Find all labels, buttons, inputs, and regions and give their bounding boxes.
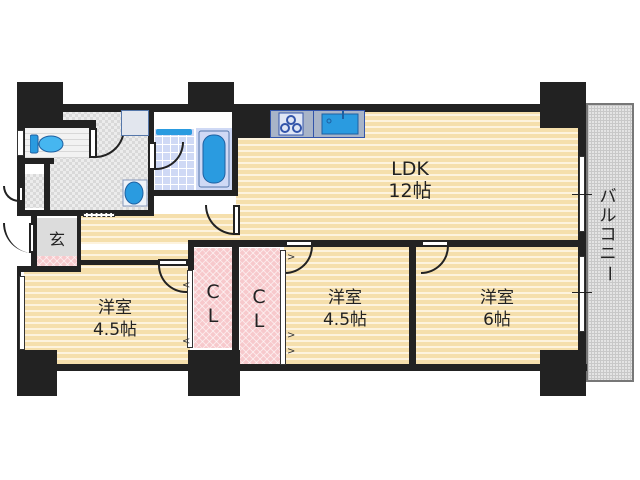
wall-bottom-left xyxy=(17,364,587,371)
closet-2-label-c: C xyxy=(252,286,266,308)
pillar-top-middle xyxy=(188,82,234,110)
wall-bath-bottom xyxy=(150,190,238,196)
closet-1-label: C L xyxy=(198,280,228,328)
closet-2-folding-door[interactable] xyxy=(280,250,286,365)
washing-machine-space-icon xyxy=(121,110,149,136)
front-door-swing xyxy=(3,223,33,253)
closet-2-label: C L xyxy=(244,285,274,333)
wall-room1-top-b xyxy=(80,260,190,265)
wall-washroom-left xyxy=(44,164,50,214)
wall-top-ldk xyxy=(232,104,586,112)
western-room-3-name: 洋室 xyxy=(480,288,514,308)
balcony-label: バ ル コ ニ ー xyxy=(596,188,620,283)
washbasin-icon xyxy=(122,179,148,207)
western-room-3-floor xyxy=(416,246,580,368)
pillar-bottom-right xyxy=(540,350,586,396)
wall-room1-top xyxy=(17,266,81,272)
western-room-3-size: 6帖 xyxy=(483,310,511,330)
balcony-char-3: コ xyxy=(599,225,617,245)
wall-toilet-bottom xyxy=(24,158,54,164)
closet-1 xyxy=(194,248,232,348)
closet-1-folding-door[interactable] xyxy=(187,270,193,348)
closet-2-fold-mark-c: > xyxy=(287,346,296,357)
closet-2-label-l: L xyxy=(253,310,265,332)
western-room-3-label: 洋室 6帖 xyxy=(457,287,537,331)
western-room-2-floor xyxy=(284,246,410,368)
wall-entrance-right xyxy=(77,214,81,272)
shoe-storage xyxy=(24,174,44,208)
western-room-2-label: 洋室 4.5帖 xyxy=(305,287,385,331)
closet-2 xyxy=(240,248,280,368)
closet-2-fold-mark-a: > xyxy=(287,252,296,263)
ldk-room-label: LDK 12帖 xyxy=(370,158,450,202)
window-room3-crossbar xyxy=(572,292,592,293)
kitchen-sink-icon xyxy=(313,110,365,138)
balcony-char-4: ニ xyxy=(599,244,617,264)
wall-toilet-top xyxy=(24,120,96,128)
closet-1-fold-mark-b: < xyxy=(182,336,191,347)
wall-kitchen-block xyxy=(234,104,270,138)
western-room-1-label: 洋室 4.5帖 xyxy=(75,297,155,341)
bath-counter xyxy=(156,129,192,135)
entrance-floor xyxy=(37,218,77,256)
balcony-char-2: ル xyxy=(599,206,617,226)
wall-room2-room3 xyxy=(409,246,416,368)
pillar-bottom-middle xyxy=(188,350,240,396)
service-door-swing xyxy=(3,186,20,202)
western-room-2-name: 洋室 xyxy=(328,288,362,308)
wall-center-top xyxy=(188,240,586,247)
wall-top-wet xyxy=(60,104,240,112)
balcony-char-1: バ xyxy=(599,187,617,207)
balcony-char-5: ー xyxy=(598,265,619,282)
entrance-label: 玄 xyxy=(48,230,65,249)
closet-2-fold-mark-b: > xyxy=(287,330,296,341)
wall-bath-right xyxy=(232,110,238,196)
western-room-1-size: 4.5帖 xyxy=(92,320,138,340)
western-room-2-size: 4.5帖 xyxy=(322,310,368,330)
window-room3-balcony[interactable] xyxy=(579,256,585,332)
closet-1-fold-mark-a: < xyxy=(182,280,191,291)
balcony xyxy=(586,103,634,382)
western-room-1-name: 洋室 xyxy=(98,298,132,318)
window-ldk-crossbar xyxy=(572,194,592,195)
ldk-room-size: 12帖 xyxy=(388,180,432,202)
bathtub-icon xyxy=(198,130,230,188)
wall-right-outer xyxy=(578,110,586,370)
pillar-bottom-left xyxy=(17,350,57,396)
wall-closet-divider xyxy=(232,240,239,370)
closet-1-label-l: L xyxy=(207,305,219,327)
ldk-room-name: LDK xyxy=(391,158,429,180)
closet-1-label-c: C xyxy=(206,281,220,303)
shoe-cabinet xyxy=(83,213,115,217)
toilet-icon xyxy=(29,133,64,155)
wall-closet1-left xyxy=(188,246,194,270)
window-room1-left xyxy=(19,276,25,350)
window-toilet-left xyxy=(17,130,24,156)
stove-icon xyxy=(270,110,314,138)
